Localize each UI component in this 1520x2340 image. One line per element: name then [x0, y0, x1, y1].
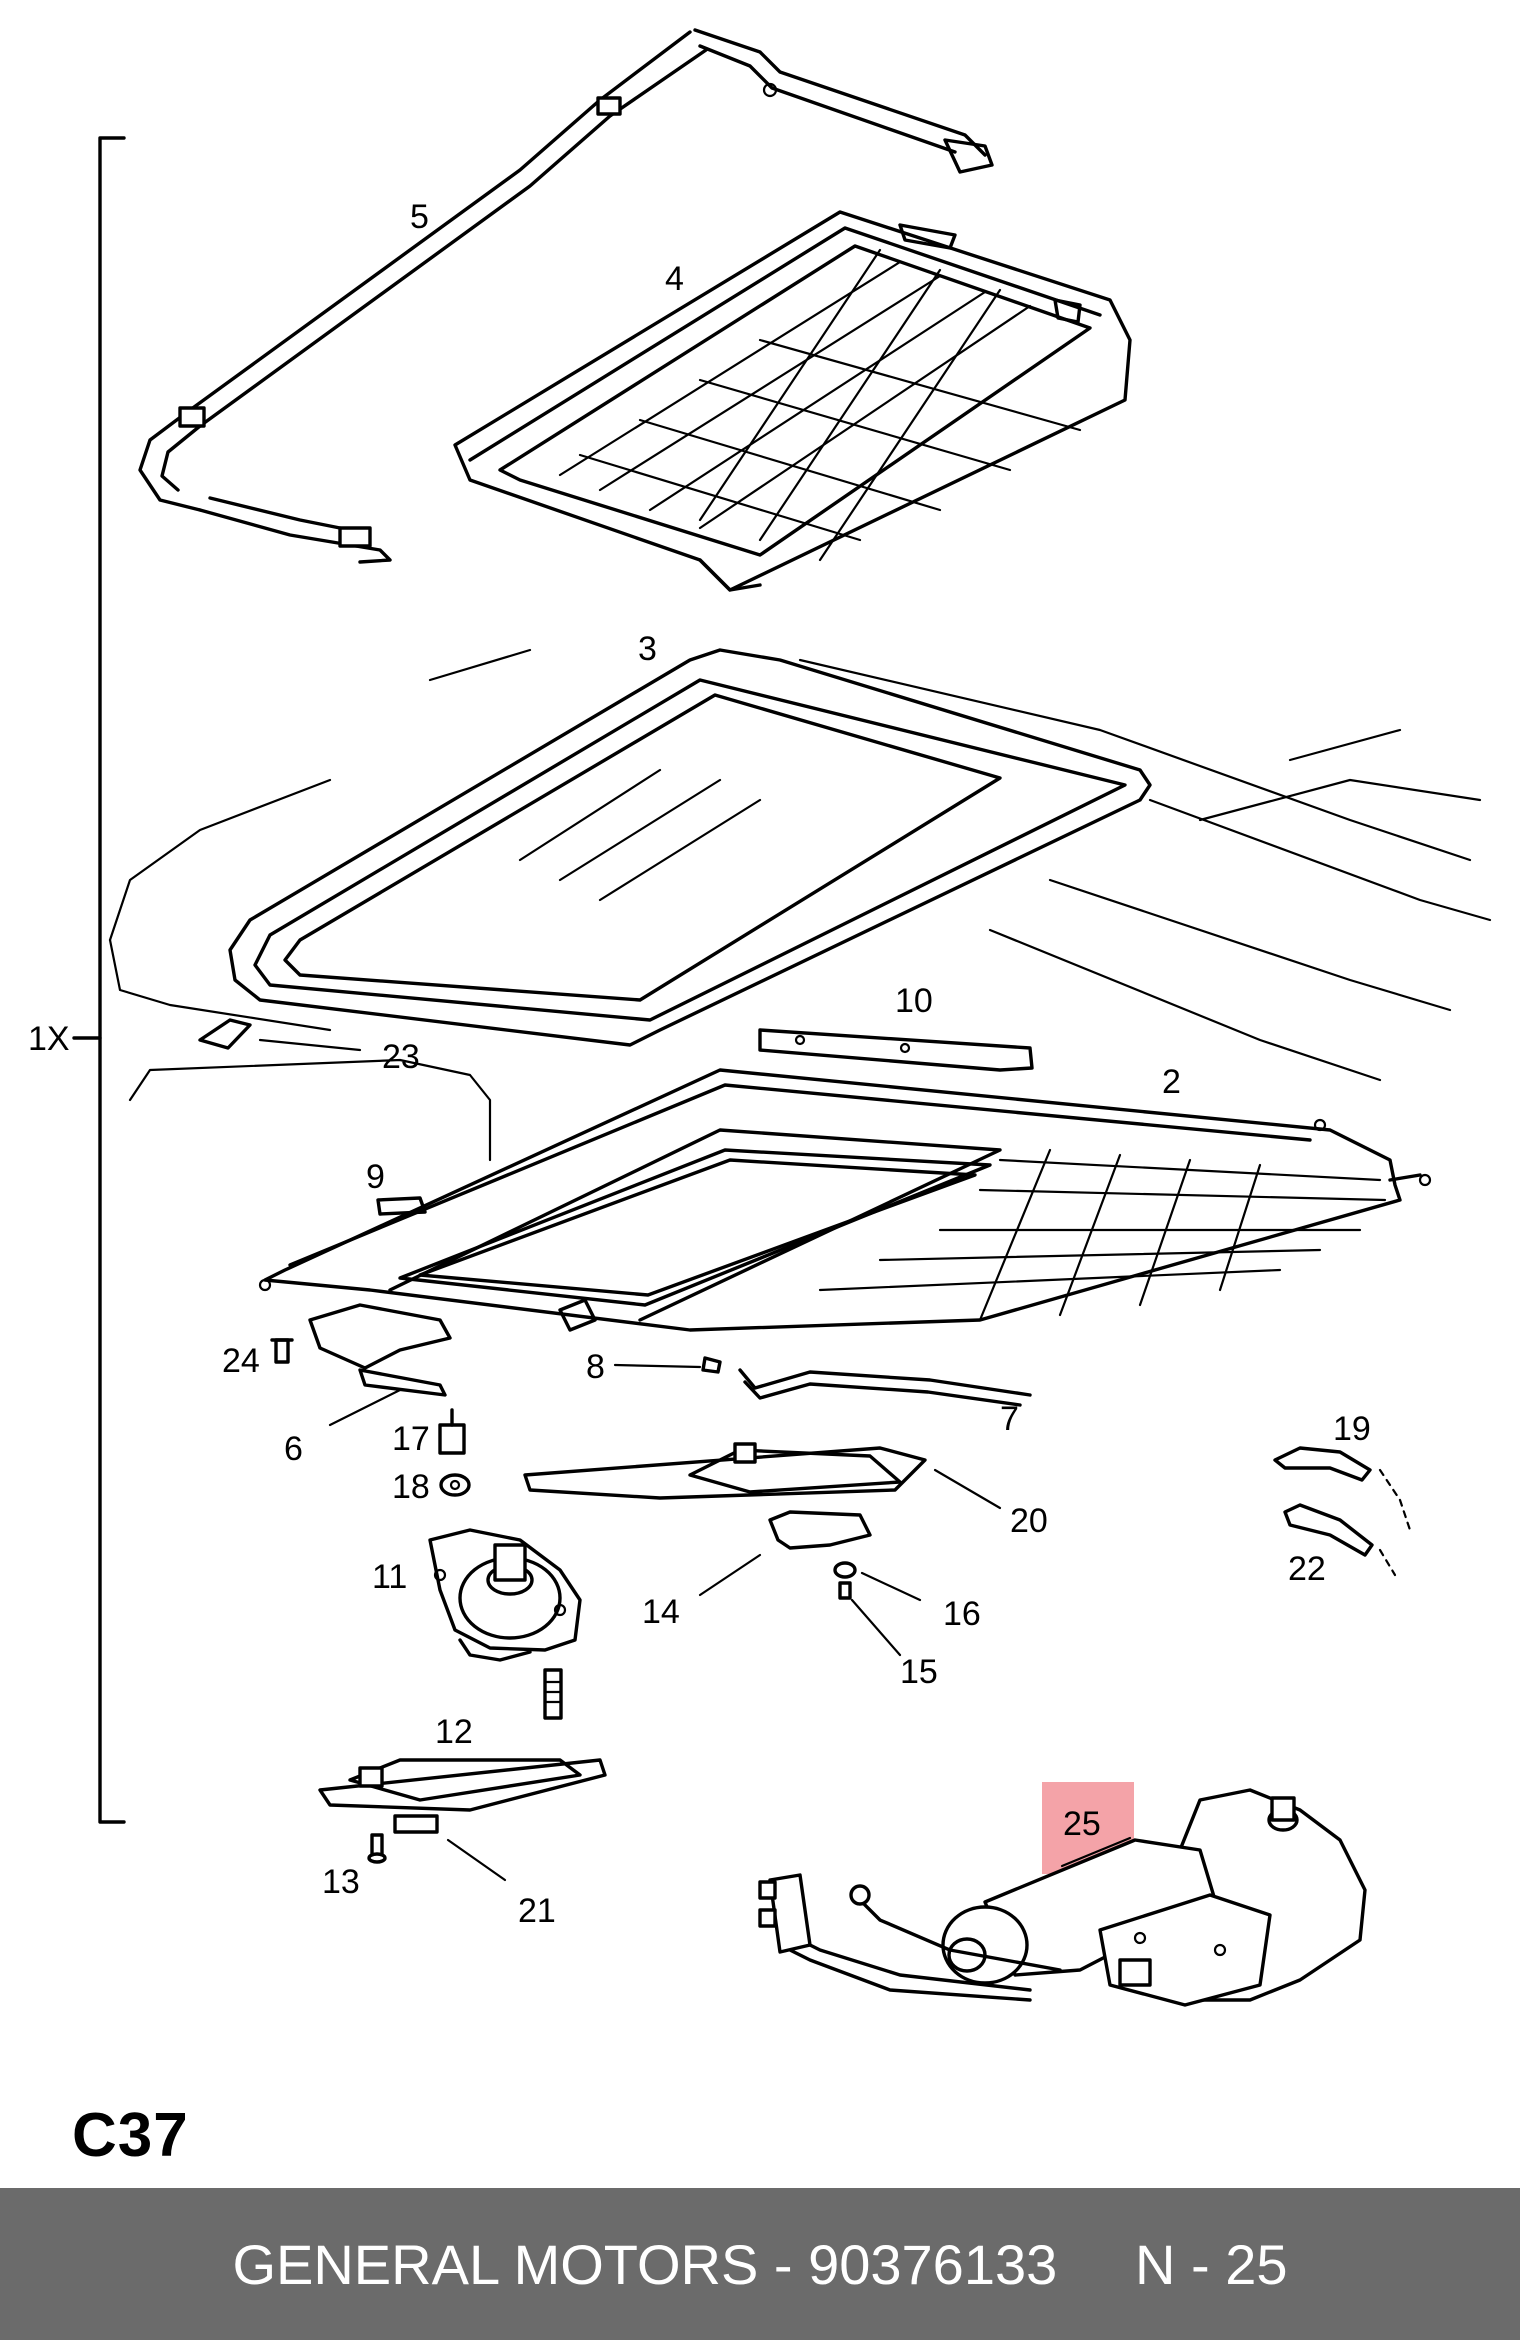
part-16-washer: [833, 1561, 922, 1602]
part-labels: 1X 5 4 3 10 23 2 9 24 8 6 7 17 18 19 20 …: [28, 198, 1371, 1930]
label-4: 4: [665, 260, 684, 298]
label-22: 22: [1288, 1550, 1326, 1588]
quantity-bracket: [72, 136, 126, 1824]
part-8-screw: [613, 1356, 722, 1374]
part-12-cover: [318, 1758, 607, 1812]
label-13: 13: [322, 1863, 360, 1901]
part-5-guide-rail: [138, 28, 994, 564]
label-16: 16: [943, 1595, 981, 1633]
label-7: 7: [1000, 1400, 1019, 1438]
label-14: 14: [642, 1593, 680, 1631]
label-15: 15: [900, 1653, 938, 1691]
label-20: 20: [1010, 1502, 1048, 1540]
part-7-rail: [738, 1368, 1032, 1407]
part-10-strip: [758, 1028, 1034, 1072]
label-12: 12: [435, 1713, 473, 1751]
part-25-sunroof-motor: [758, 1788, 1367, 2007]
part-21-clip: [393, 1814, 507, 1882]
exploded-parts-diagram: 1X 5 4 3 10 23 2 9 24 8 6 7 17 18 19 20 …: [28, 28, 1492, 2007]
label-1x: 1X: [28, 1020, 70, 1058]
label-23: 23: [382, 1038, 420, 1076]
part-6-bracket: [308, 1298, 597, 1427]
label-6: 6: [284, 1430, 303, 1468]
label-3: 3: [638, 630, 657, 668]
diagram-code: C37: [72, 2101, 189, 2170]
part-14-bracket: [698, 1510, 872, 1597]
part-20-cover: [523, 1442, 1002, 1510]
part-15-screw: [838, 1581, 902, 1657]
part-13-screw: [367, 1833, 387, 1864]
part-9-bracket: [376, 1196, 427, 1216]
part-23-seal: [198, 1018, 362, 1052]
part-4-sunshade-panel: [453, 210, 1132, 592]
label-2: 2: [1162, 1063, 1181, 1101]
label-17: 17: [392, 1420, 430, 1458]
label-19: 19: [1333, 1410, 1371, 1448]
label-18: 18: [392, 1468, 430, 1506]
footer-text: GENERAL MOTORS - 90376133 N - 25: [232, 2232, 1288, 2296]
label-10: 10: [895, 982, 933, 1020]
part-3-glass-panel: [108, 648, 1492, 1082]
label-24: 24: [222, 1342, 260, 1380]
label-5: 5: [410, 198, 429, 236]
label-21: 21: [518, 1892, 556, 1930]
part-2-frame: [128, 1058, 1432, 1332]
part-11-gearbox: [428, 1528, 582, 1662]
label-11: 11: [372, 1558, 407, 1596]
part-22-seal: [1283, 1503, 1397, 1577]
part-18-nut: [439, 1473, 471, 1497]
part-19-seal: [1273, 1446, 1412, 1532]
bolt: [543, 1668, 563, 1720]
label-25: 25: [1063, 1805, 1101, 1843]
footer-bar: GENERAL MOTORS - 90376133 N - 25: [0, 2188, 1520, 2340]
part-24-screw: [270, 1338, 294, 1364]
part-17-stud: [438, 1408, 466, 1455]
label-9: 9: [366, 1158, 385, 1196]
label-8: 8: [586, 1348, 605, 1386]
